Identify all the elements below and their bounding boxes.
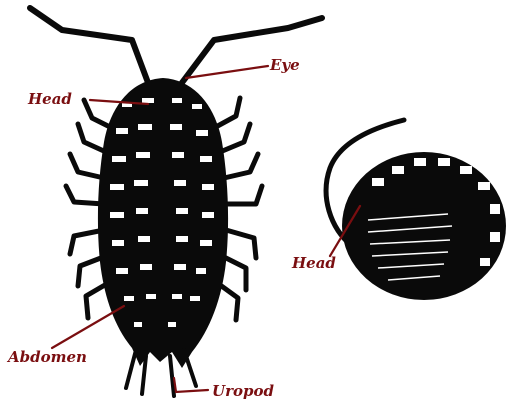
leader-eye: [186, 66, 268, 78]
antenna-left: [30, 8, 150, 88]
leader-uropod: [174, 378, 208, 392]
label-head-top: Head: [27, 90, 72, 108]
label-eye: Eye: [269, 56, 300, 74]
antenna-right: [178, 18, 322, 88]
isopod-curled-view: [326, 120, 506, 300]
body-dorsal: [98, 78, 228, 368]
label-uropod: Uropod: [212, 382, 274, 400]
label-abdomen: Abdomen: [6, 348, 87, 366]
label-head-curled: Head: [291, 254, 336, 272]
